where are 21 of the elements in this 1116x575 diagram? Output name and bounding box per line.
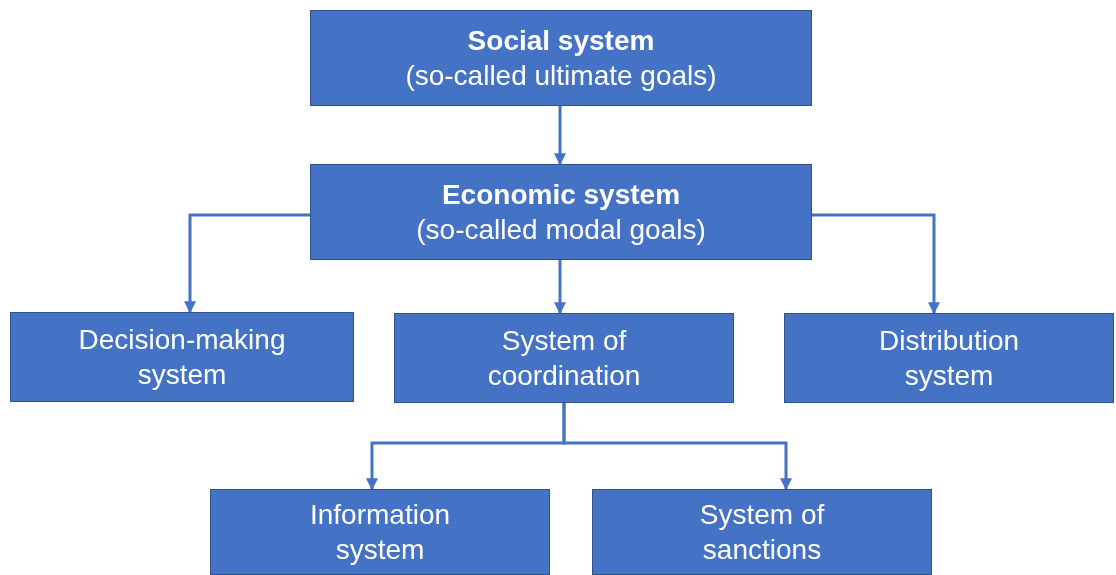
process-box xyxy=(592,489,932,575)
process-box xyxy=(310,164,812,260)
box-text: (so-called modal goals) xyxy=(416,213,706,247)
arrow xyxy=(184,213,310,314)
box-text: Information system xyxy=(308,498,452,567)
process-box xyxy=(784,313,1114,403)
box-text: Decision-making system xyxy=(77,323,287,392)
box-text: Distribution system xyxy=(877,324,1021,393)
arrow xyxy=(562,403,792,491)
arrow xyxy=(554,260,566,315)
process-box xyxy=(10,312,354,402)
process-box xyxy=(310,10,812,106)
arrow xyxy=(554,106,566,166)
box-heading: Economic system xyxy=(441,178,681,212)
box-text: (so-called ultimate goals) xyxy=(405,59,717,93)
arrow xyxy=(812,213,940,315)
process-box xyxy=(394,313,734,403)
box-heading: Social system xyxy=(467,24,655,58)
box-text: System of coordination xyxy=(486,324,642,393)
process-box xyxy=(210,489,550,575)
box-text: System of sanctions xyxy=(698,498,826,567)
